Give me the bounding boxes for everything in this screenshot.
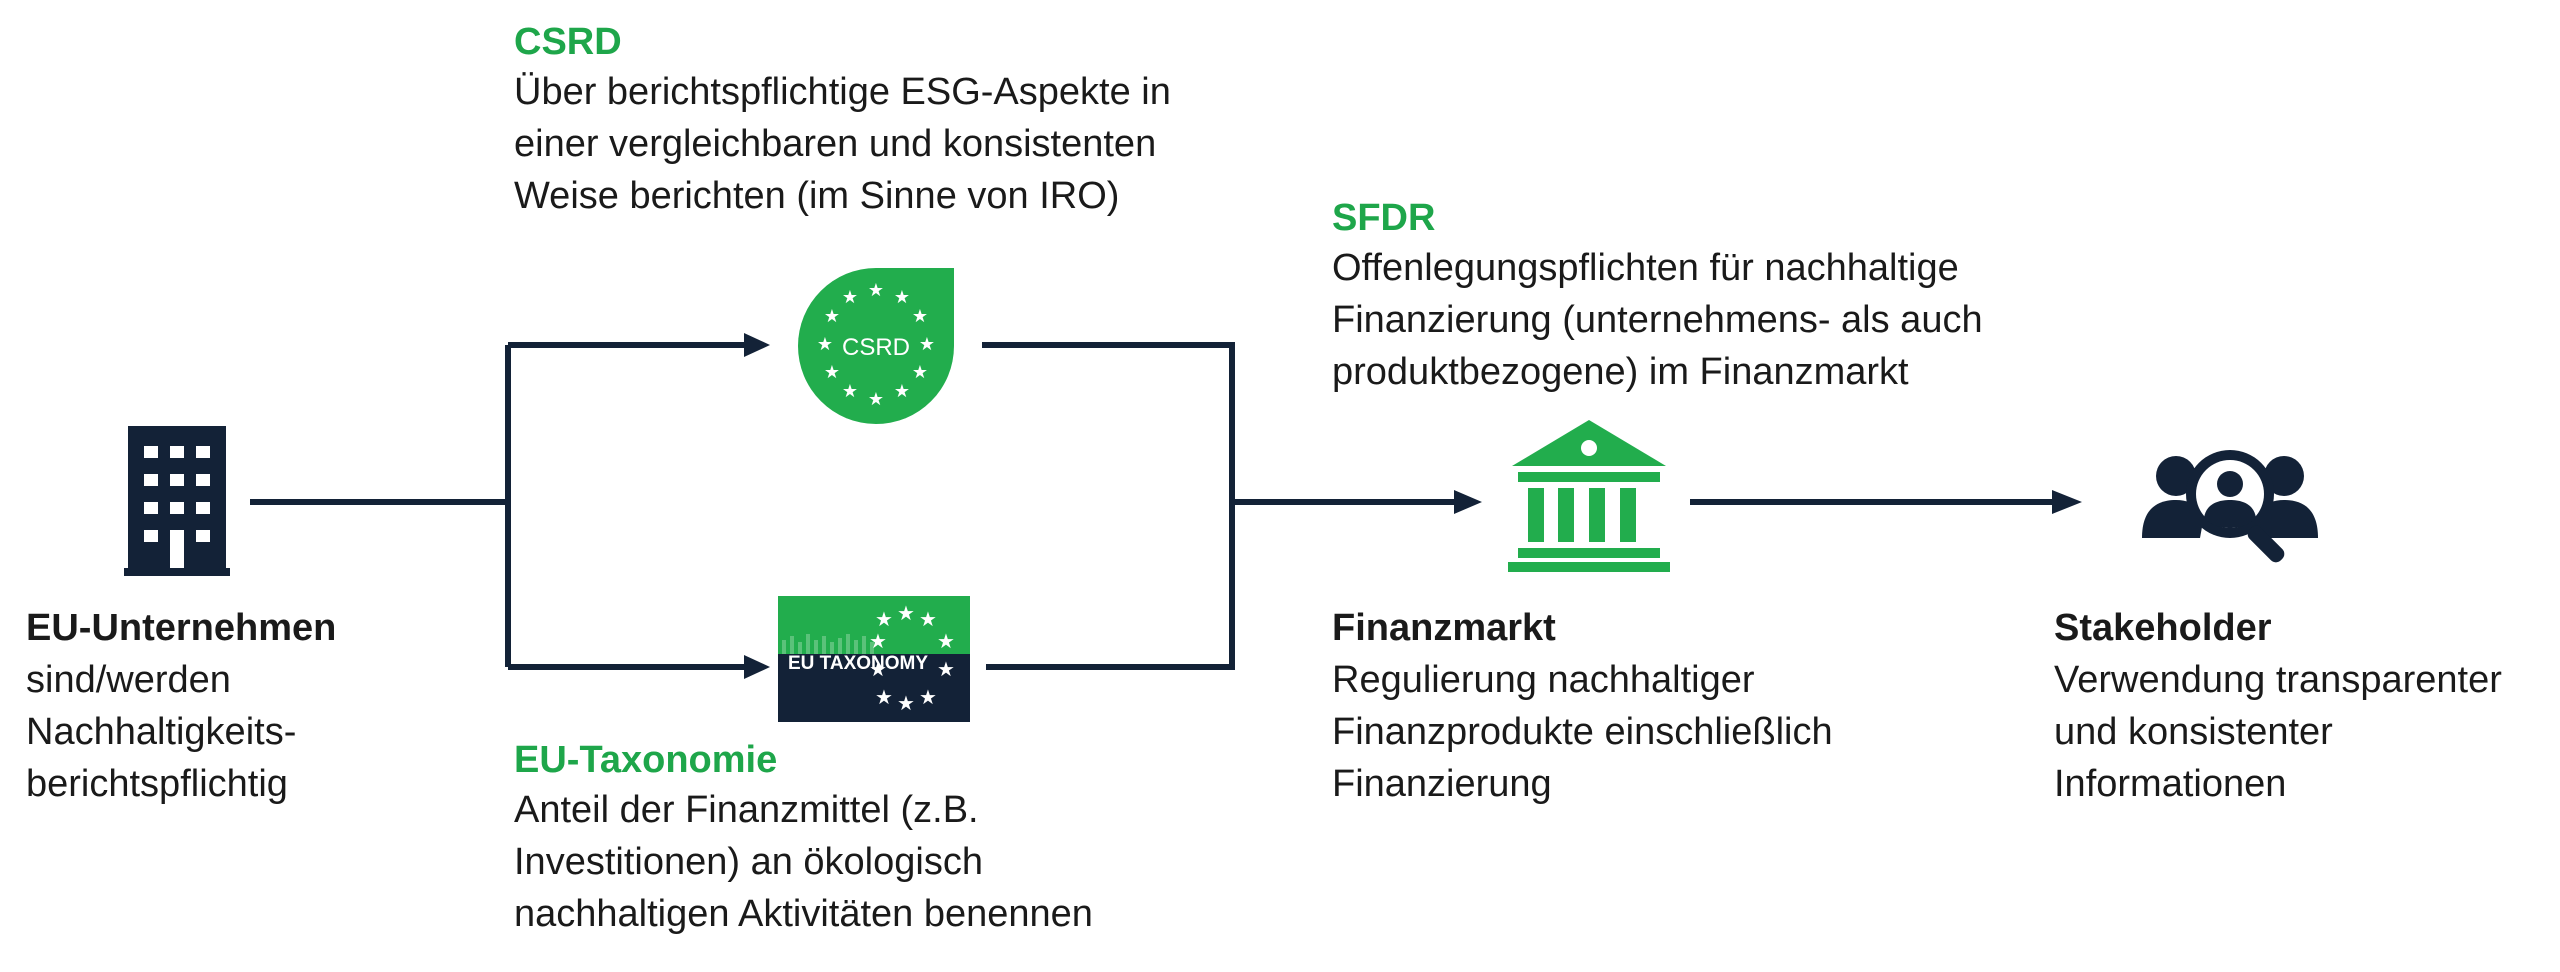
- csrd-eu-stars-logo: ★ ★ ★ ★ ★ ★ ★ ★ ★ ★ ★ ★ CSRD: [798, 268, 954, 424]
- svg-text:★: ★: [897, 601, 915, 625]
- stakeholder-title: Stakeholder: [2054, 607, 2272, 649]
- svg-text:★: ★: [869, 657, 887, 681]
- svg-text:★: ★: [919, 334, 935, 355]
- svg-text:★: ★: [875, 607, 893, 631]
- svg-text:★: ★: [912, 306, 928, 327]
- stakeholder-description-block: Stakeholder Verwendung transparenter und…: [2054, 602, 2554, 810]
- svg-text:★: ★: [842, 287, 858, 308]
- svg-text:★: ★: [894, 287, 910, 308]
- taxonomy-title: EU-Taxonomie: [514, 739, 778, 781]
- stakeholder-text: Verwendung transparenter und konsistente…: [2054, 659, 2502, 805]
- svg-text:★: ★: [897, 691, 915, 715]
- office-building-icon: [124, 426, 230, 576]
- svg-text:★: ★: [912, 362, 928, 383]
- svg-text:★: ★: [868, 389, 884, 410]
- svg-text:★: ★: [817, 334, 833, 355]
- arrowhead-finance: [1454, 490, 1482, 514]
- svg-text:★: ★: [919, 607, 937, 631]
- svg-text:★: ★: [824, 306, 840, 327]
- svg-text:★: ★: [937, 657, 955, 681]
- svg-text:★: ★: [869, 629, 887, 653]
- sfdr-title: SFDR: [1332, 197, 1436, 239]
- arrowhead-stakeholder: [2052, 490, 2082, 514]
- sfdr-text: Offenlegungspflichten für nachhaltige Fi…: [1332, 247, 1983, 393]
- company-title: EU-Unternehmen: [26, 607, 337, 649]
- eu-taxonomy-flag-logo: ★★★ ★★ ★★ ★★★ EU TAXONOMY: [778, 596, 970, 722]
- svg-text:★: ★: [868, 280, 884, 301]
- taxonomy-description-block: EU-Taxonomie Anteil der Finanzmittel (z.…: [514, 736, 1274, 940]
- csrd-text: Über berichtspflichtige ESG-Aspekte in e…: [514, 71, 1171, 217]
- svg-text:★: ★: [875, 685, 893, 709]
- svg-text:★: ★: [937, 629, 955, 653]
- taxonomy-text: Anteil der Finanzmittel (z.B. Investitio…: [514, 789, 1093, 935]
- svg-text:★: ★: [894, 381, 910, 402]
- finance-description-block: Finanzmarkt Regulierung nachhaltiger Fin…: [1332, 602, 1952, 810]
- svg-text:★: ★: [842, 381, 858, 402]
- csrd-logo-text: CSRD: [842, 334, 910, 361]
- company-text: sind/werden Nachhaltigkeits- berichtspfl…: [26, 659, 297, 805]
- company-description-block: EU-Unternehmen sind/werden Nachhaltigkei…: [26, 602, 446, 810]
- csrd-description-block: CSRD Über berichtspflichtige ESG-Aspekte…: [514, 18, 1274, 222]
- sfdr-description-block: SFDR Offenlegungspflichten für nachhalti…: [1332, 194, 2092, 398]
- svg-text:★: ★: [824, 362, 840, 383]
- people-search-icon: [2142, 450, 2318, 563]
- arrowhead-csrd: [744, 333, 770, 357]
- taxonomy-logo-text: EU TAXONOMY: [788, 653, 928, 674]
- finance-text: Regulierung nachhaltiger Finanzprodukte …: [1332, 659, 1833, 805]
- bank-building-icon: [1508, 420, 1670, 572]
- finance-title: Finanzmarkt: [1332, 607, 1556, 649]
- csrd-title: CSRD: [514, 21, 622, 63]
- svg-text:★: ★: [919, 685, 937, 709]
- arrowhead-taxonomy: [744, 655, 770, 679]
